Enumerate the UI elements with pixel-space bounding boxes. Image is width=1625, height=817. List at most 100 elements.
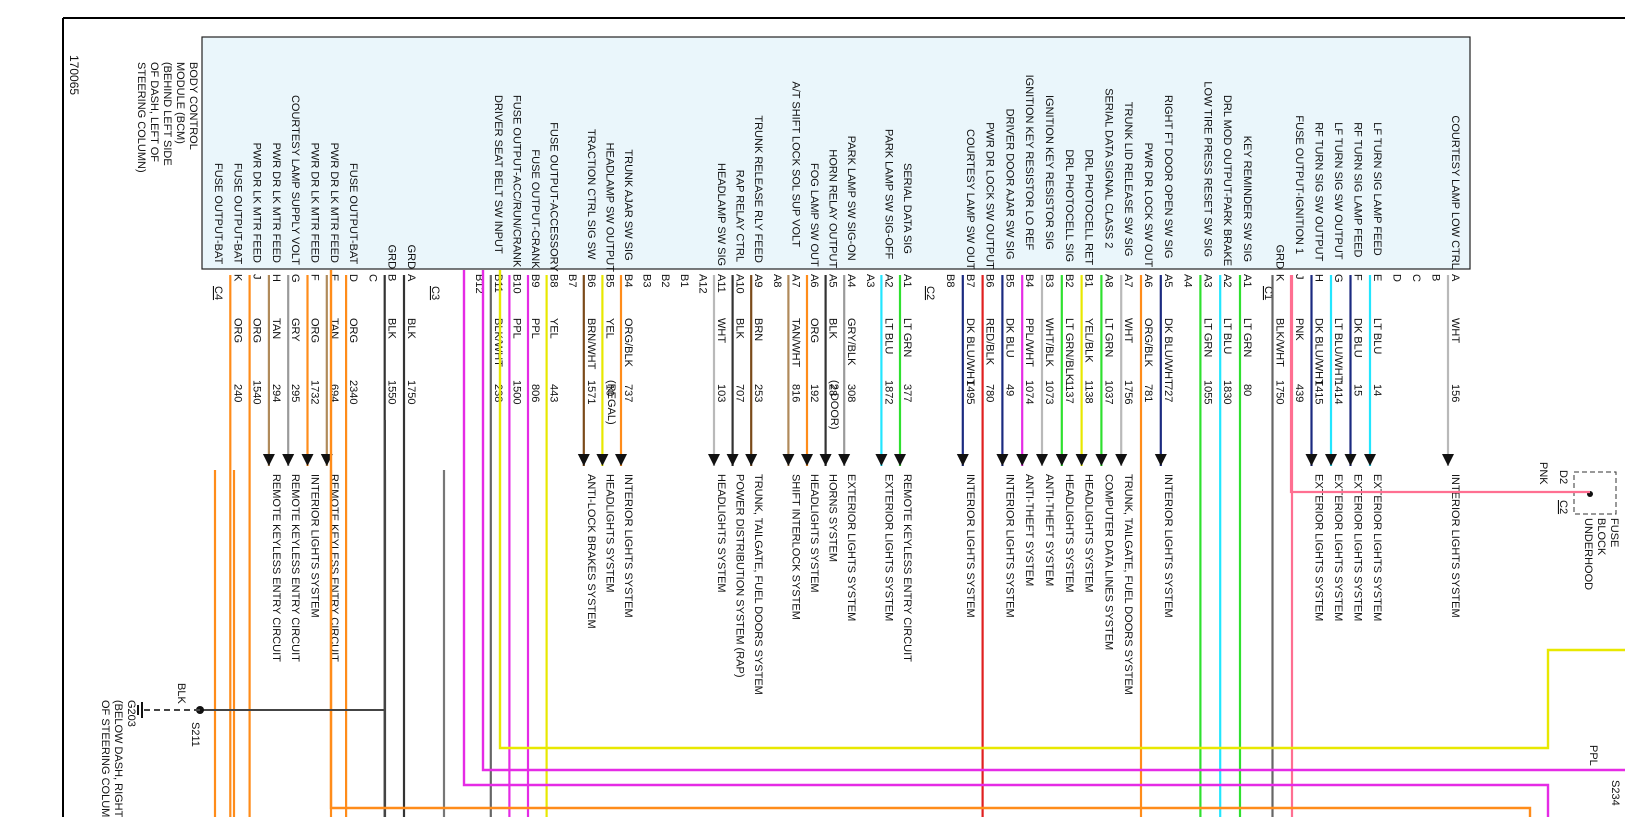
pin-id-label: B3 <box>641 274 653 287</box>
pin-function-label: COURTESY LAMP SW OUT <box>964 129 976 270</box>
arrow-down-icon <box>1344 454 1357 466</box>
circuit-number-label: 1732 <box>309 380 321 404</box>
destination-label: EXTERIOR LIGHTS SYSTEM <box>1352 474 1364 621</box>
wire-color-label: PPL/WHT <box>1023 318 1035 367</box>
arrow-down-icon <box>1325 454 1337 466</box>
pin-function-label: DRL MOD OUTPUT-PARK BRAKE <box>1221 95 1233 266</box>
fuse-wire-color-label: PNK <box>1537 462 1549 485</box>
wire-purple-run <box>481 270 1625 772</box>
pin-id-label: K <box>231 274 243 282</box>
wire-color-label: LT GRN <box>1241 318 1253 357</box>
arrow-down-icon <box>726 454 739 466</box>
pin-function-label: FUSE OUTPUT-BAT <box>347 163 359 265</box>
pin-id-label: B2 <box>659 274 671 287</box>
pin-function-label: SERIAL DATA SIGNAL CLASS 2 <box>1102 88 1114 248</box>
wire-color-label: TAN <box>270 318 282 339</box>
circuit-number-label: 295 <box>289 384 301 402</box>
wire-color-label: PNK <box>1293 318 1305 341</box>
pin-id-label: G <box>1332 274 1344 283</box>
circuit-number-label: 28 <box>827 384 839 396</box>
circuit-number-label: 238 <box>492 384 504 402</box>
circuit-number-label: 1571 <box>585 380 597 404</box>
arrow-down-icon <box>956 454 969 466</box>
pin-function-label: GRD <box>1274 245 1286 270</box>
pin-id-label: A <box>1449 274 1461 282</box>
destination-label: COMPUTER DATA LINES SYSTEM <box>1102 474 1114 650</box>
pin-function-label: PWR DR LK MTR FEED <box>270 143 282 263</box>
destination-label: INTERIOR LIGHTS SYSTEM <box>1162 474 1174 618</box>
pin-function-label: FUSE OUTPUT-CRANK <box>529 149 541 269</box>
pin-id-label: F <box>309 274 321 281</box>
circuit-number-label: 1830 <box>1221 380 1233 404</box>
pin-function-label: FUSE OUTPUT-ACCESSORY <box>548 122 560 272</box>
pin-function-label: DRL PHOTOCELL RET <box>1083 149 1095 265</box>
pin-function-label: TRUNK LID RELEASE SW SIG <box>1122 102 1134 257</box>
pin-id-label: D <box>1391 274 1403 282</box>
pin-id-label: B8 <box>548 274 560 287</box>
pin-id-label: H <box>270 274 282 282</box>
wire-color-label: LT GRN <box>1102 318 1114 357</box>
destination-label: SHIFT INTERLOCK SYSTEM <box>789 474 801 620</box>
wire-color-label: ORG/BLK <box>622 318 634 368</box>
wire-color-label: GRY <box>289 318 301 342</box>
circuit-number-label: 1415 <box>1313 380 1325 404</box>
pin-function-label: TRACTION CTRL SIG SW <box>585 129 597 260</box>
pin-id-label: G <box>289 274 301 283</box>
wire-color-label: LT BLU <box>1221 318 1233 354</box>
bcm-title-line: OF DASH, LEFT OF <box>148 62 160 162</box>
wire-color-label: GRY/BLK <box>845 318 857 366</box>
destination-label: REMOTE KEYLESS ENTRY CIRCUIT <box>328 474 340 662</box>
wire-color-label: TAN <box>328 318 340 339</box>
wire-note-label: (REGAL) <box>605 380 617 425</box>
pin-function-label: GRD <box>386 245 398 270</box>
pin-id-label: B4 <box>1023 274 1035 287</box>
bcm-title-line: BODY CONTROL <box>187 62 199 150</box>
circuit-number-label: 1073 <box>1043 380 1055 404</box>
pin-function-label: TRUNK AJAR SW SIG <box>622 149 634 260</box>
pin-function-label: IGNITION KEY RESISTOR SIG <box>1043 95 1055 250</box>
circuit-number-label: 1414 <box>1332 380 1344 404</box>
destination-label: ANTI-LOCK BRAKES SYSTEM <box>585 474 597 629</box>
circuit-number-label: 737 <box>622 384 634 402</box>
circuit-number-label: 806 <box>529 384 541 402</box>
pin-id-label: A12 <box>696 274 708 294</box>
destination-label: INTERIOR LIGHTS SYSTEM <box>309 474 321 618</box>
destination-label: HEADLIGHTS SYSTEM <box>715 474 727 593</box>
circuit-number-label: 439 <box>1293 384 1305 402</box>
circuit-number-label: 240 <box>231 384 243 402</box>
wire-color-label: DK BLU/WHT <box>1313 318 1325 386</box>
arrow-down-icon <box>996 454 1009 466</box>
destination-label: EXTERIOR LIGHTS SYSTEM <box>1371 474 1383 621</box>
arrow-down-icon <box>1055 454 1068 466</box>
arrow-down-icon <box>801 454 813 466</box>
wire-color-label: BRN <box>752 318 764 341</box>
wire-color-label: BLK/WHT <box>492 318 504 367</box>
splice-label: S211 <box>189 722 201 747</box>
pin-function-label: PWR DR LK MTR FEED <box>309 143 321 263</box>
arrow-down-icon <box>1036 454 1048 466</box>
circuit-number-label: 1756 <box>1122 380 1134 404</box>
arrow-down-icon <box>894 454 906 466</box>
wire-color-label: PPL <box>510 318 522 339</box>
pin-id-label: B5 <box>603 274 615 287</box>
wire-color-label: LT BLU <box>1371 318 1383 354</box>
circuit-number-label: 308 <box>845 384 857 402</box>
wire-color-label: BLK <box>386 318 398 339</box>
pin-id-label: A3 <box>864 274 876 287</box>
wire-color-label: WHT <box>1449 318 1461 343</box>
pin-id-label: A1 <box>901 274 913 287</box>
pin-function-label: RIGHT FT DOOR OPEN SW SIG <box>1162 95 1174 258</box>
destination-label: EXTERIOR LIGHTS SYSTEM <box>882 474 894 621</box>
wire-purple-run-2 <box>462 270 1550 817</box>
connector-label-c4: C4 <box>212 286 224 300</box>
arrow-down-icon <box>596 454 609 466</box>
pin-id-label: C <box>366 274 378 282</box>
circuit-number-label: 10 <box>603 384 615 396</box>
destination-label: EXTERIOR LIGHTS SYSTEM <box>845 474 857 621</box>
fuse-block-label: UNDERHOOD <box>1582 518 1594 590</box>
pin-function-label: LF TURN SIG SW OUTPUT <box>1332 122 1344 260</box>
bcm-title-line: (BEHIND LEFT SIDE <box>161 62 173 166</box>
pin-function-label: DRIVER SEAT BELT SW INPUT <box>492 95 504 254</box>
destination-label: HEADLIGHTS SYSTEM <box>808 474 820 593</box>
